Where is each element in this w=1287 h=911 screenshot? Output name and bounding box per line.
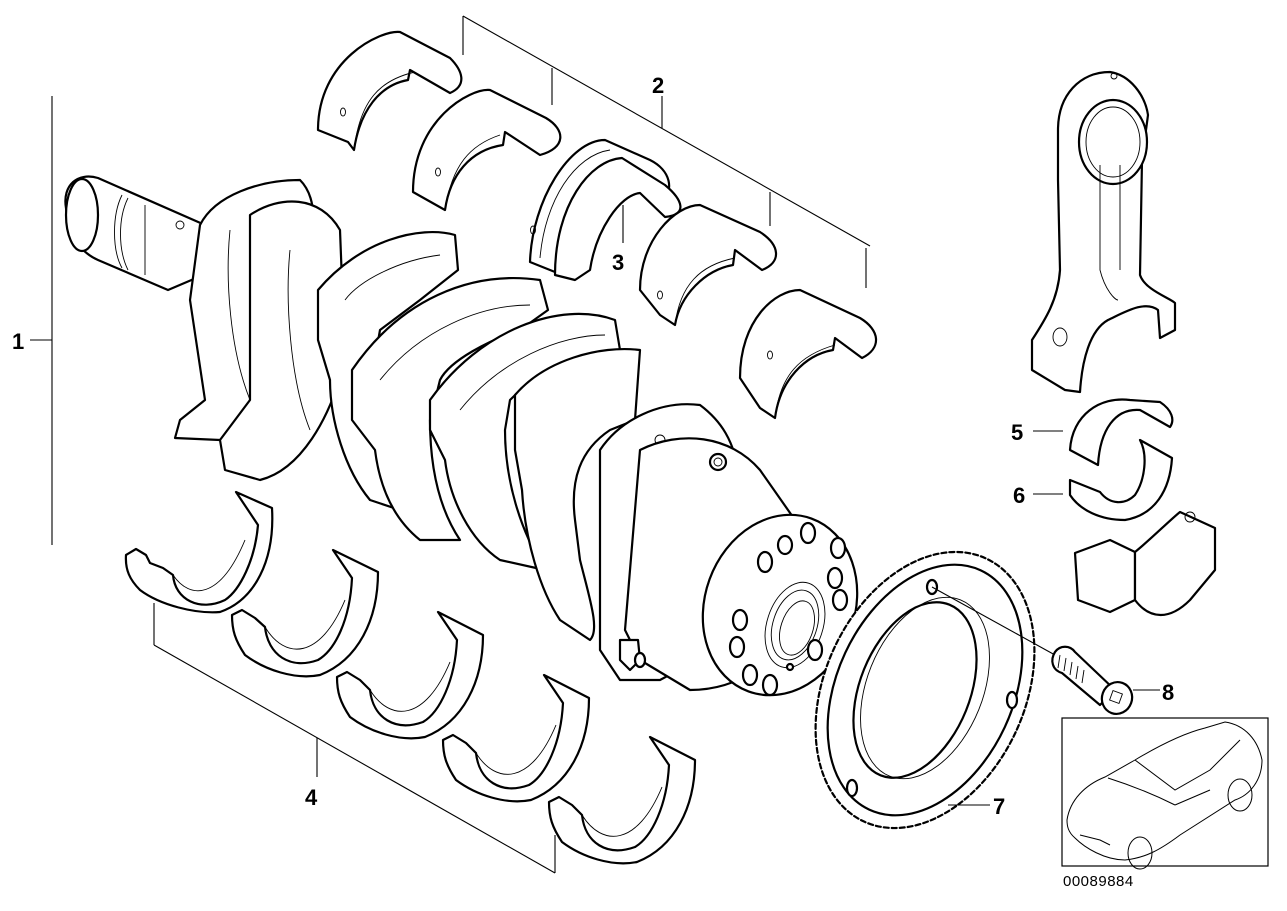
callout-4-bracket — [153, 603, 556, 874]
gear-ring[interactable] — [773, 516, 1077, 863]
callout-2[interactable]: 2 — [652, 73, 664, 98]
crankshaft[interactable] — [64, 175, 882, 718]
vehicle-thumbnail[interactable] — [1061, 717, 1269, 870]
callout-4[interactable]: 4 — [305, 785, 318, 810]
connecting-rod[interactable] — [1030, 70, 1177, 394]
conrod-bearing-shell-lower[interactable] — [1068, 438, 1174, 522]
callout-6[interactable]: 6 — [1013, 483, 1025, 508]
conrod-bearing-shell-upper[interactable] — [1068, 398, 1174, 467]
bolt[interactable] — [1051, 645, 1136, 718]
callout-3[interactable]: 3 — [612, 250, 624, 275]
callout-1-bracket — [30, 96, 53, 545]
car-outline-icon — [1066, 721, 1263, 870]
callout-8[interactable]: 8 — [1162, 680, 1174, 705]
lower-bearing-shell[interactable] — [335, 610, 485, 740]
callout-2-bracket — [462, 15, 871, 288]
callout-5[interactable]: 5 — [1011, 420, 1023, 445]
lower-bearing-shell[interactable] — [547, 735, 697, 865]
connecting-rod-cap[interactable] — [1073, 510, 1217, 616]
lower-bearing-shell[interactable] — [230, 548, 380, 678]
callout-1[interactable]: 1 — [12, 329, 24, 354]
bolt-axis-line — [931, 586, 1056, 656]
reference-number: 00089884 — [1063, 873, 1134, 890]
lower-bearing-shell[interactable] — [124, 490, 274, 614]
thrust-bearing-shell[interactable] — [528, 138, 682, 282]
callout-7[interactable]: 7 — [993, 794, 1005, 819]
lower-bearing-shell[interactable] — [441, 673, 591, 803]
upper-bearing-shell[interactable] — [316, 30, 463, 152]
upper-bearing-shell[interactable] — [738, 288, 878, 420]
upper-bearing-shell[interactable] — [638, 203, 778, 327]
upper-bearing-shell[interactable] — [411, 88, 562, 212]
